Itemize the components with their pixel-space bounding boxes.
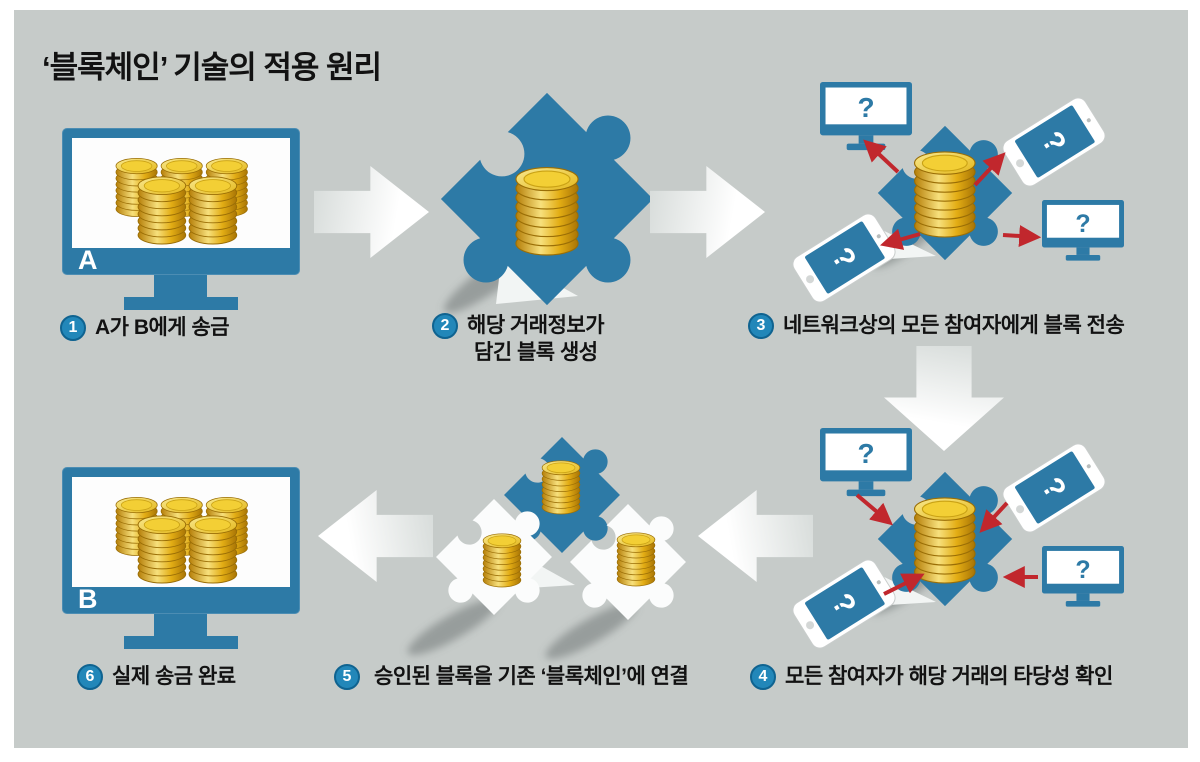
step-number-badge: 1: [60, 315, 86, 341]
coin-pile-icon: [106, 479, 259, 585]
step-label: 승인된 블록을 기존 ‘블록체인’에 연결: [374, 665, 689, 688]
monitor-a-screen: [72, 138, 290, 248]
monitor-b: B: [62, 467, 300, 649]
step-number-badge: 3: [748, 313, 774, 339]
step-number-badge: 5: [334, 664, 360, 690]
step-label-line2: 담긴 블록 생성: [474, 341, 598, 364]
broadcast-arrow: [880, 228, 921, 250]
step-caption-4: 4 모든 참여자가 해당 거래의 타당성 확인: [750, 663, 1113, 690]
coin-pile-icon: [106, 140, 259, 246]
step-label: A가 B에게 송금: [95, 316, 230, 339]
broadcast-arrow: [1002, 225, 1042, 247]
diagram-title: ‘블록체인’ 기술의 적용 원리: [42, 50, 382, 85]
step-number-badge: 4: [750, 664, 776, 690]
step-number-badge: 2: [432, 313, 458, 339]
step-caption-2: 2 해당 거래정보가 담긴 블록 생성: [432, 312, 605, 366]
network-broadcast-graphic: ? ? ? ?: [789, 82, 1124, 306]
validation-arrow: [855, 493, 893, 526]
monitor-b-label: B: [78, 584, 98, 614]
broadcast-arrow: [973, 152, 1006, 187]
step-number-badge: 6: [77, 664, 103, 690]
monitor-b-screen: [72, 477, 290, 587]
step-caption-1: 1 A가 B에게 송금: [60, 314, 230, 341]
question-mark: ?: [1075, 556, 1090, 584]
network-phone-icon: ?: [789, 556, 899, 652]
monitor-a-stand-neck: [154, 275, 207, 297]
question-mark: ?: [857, 438, 874, 469]
monitor-b-stand-base: [124, 636, 238, 649]
blockchain-links-graphic: [407, 423, 713, 659]
monitor-a-label: A: [78, 245, 98, 275]
network-phone-icon: ?: [789, 210, 899, 306]
step-label: 해당 거래정보가: [467, 314, 605, 337]
network-phone-icon: ?: [999, 440, 1109, 536]
validation-arrow: [883, 573, 925, 596]
question-mark: ?: [857, 92, 874, 123]
question-mark: ?: [1075, 210, 1090, 238]
step-label: 실제 송금 완료: [112, 665, 236, 688]
monitor-a: A: [62, 128, 300, 310]
network-validation-graphic: ? ? ? ?: [789, 428, 1124, 652]
monitor-b-stand-neck: [154, 614, 207, 636]
validation-arrow: [979, 501, 1009, 533]
broadcast-arrow: [863, 139, 900, 174]
step-caption-5: 5 승인된 블록을 기존 ‘블록체인’에 연결: [334, 663, 689, 690]
network-phone-icon: ?: [999, 94, 1109, 190]
block-puzzle-icon: [417, 69, 701, 353]
step-caption-3: 3 네트워크상의 모든 참여자에게 블록 전송: [748, 312, 1125, 339]
step-label: 모든 참여자가 해당 거래의 타당성 확인: [785, 665, 1113, 688]
step-caption-6: 6 실제 송금 완료: [77, 663, 236, 690]
step-label: 네트워크상의 모든 참여자에게 블록 전송: [783, 314, 1125, 337]
monitor-a-stand-base: [124, 297, 238, 310]
